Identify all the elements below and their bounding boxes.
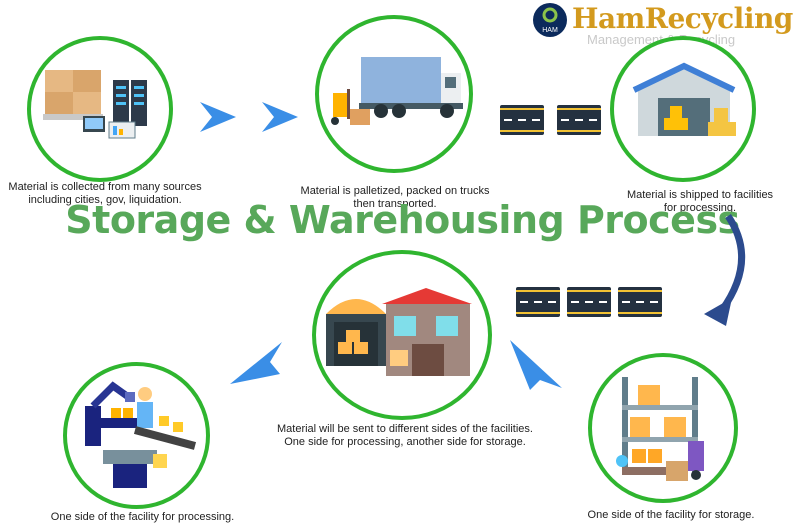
- step6-caption: One side of the facility for storage.: [560, 509, 782, 522]
- step2-line2: then transported.: [353, 198, 437, 210]
- step6-line1: One side of the facility for storage.: [587, 509, 755, 521]
- step2-caption: Material is palletized, packed on trucks…: [270, 185, 520, 211]
- boxes-servers-icon: [43, 70, 147, 139]
- step5-caption: One side of the facility for processing.: [20, 511, 265, 524]
- facility-icon: [326, 288, 472, 376]
- step6-circle: [588, 353, 738, 503]
- curved-arrow-down-icon: [704, 214, 746, 326]
- road-icon: [618, 287, 662, 317]
- logo-name: HamRecycling: [572, 2, 793, 35]
- step1-line1: Material is collected from many sources: [8, 181, 202, 193]
- step4-caption: Material will be sent to different sides…: [240, 423, 570, 449]
- arrow-down-left-icon: [230, 342, 282, 384]
- logo-badge-text: HAM: [542, 27, 558, 34]
- step5-line1: One side of the facility for processing.: [50, 511, 235, 523]
- road-icon: [567, 287, 611, 317]
- step4-line2: One side for processing, another side fo…: [284, 436, 526, 448]
- truck-icon: [331, 57, 463, 125]
- step3-line1: Material is shipped to facilities: [626, 189, 774, 201]
- arrow-right-icon: [200, 102, 236, 132]
- road-icon: [557, 105, 601, 135]
- step1-circle: [27, 36, 173, 182]
- step4-line1: Material will be sent to different sides…: [277, 423, 533, 435]
- step1-caption: Material is collected from many sources …: [0, 181, 210, 207]
- road-icon: [500, 105, 544, 135]
- storage-rack-icon: [616, 377, 704, 481]
- step1-line2: including cities, gov, liquidation.: [28, 194, 182, 206]
- step2-line1: Material is palletized, packed on trucks: [300, 185, 490, 197]
- arrow-right-icon: [262, 102, 298, 132]
- step3-line2: for processing.: [663, 202, 737, 214]
- step4-circle: [312, 250, 492, 420]
- step3-caption: Material is shipped to facilities for pr…: [600, 189, 800, 215]
- warehouse-icon: [632, 62, 736, 136]
- step3-circle: [610, 36, 756, 182]
- arrow-down-right-icon: [510, 340, 562, 390]
- page-title: Storage & Warehousing Process: [65, 198, 740, 242]
- step2-circle: [315, 15, 473, 173]
- processing-robot-icon: [85, 381, 197, 488]
- road-icon: [516, 287, 560, 317]
- step5-circle: [63, 362, 210, 509]
- logo-badge-icon: HAM: [533, 3, 567, 37]
